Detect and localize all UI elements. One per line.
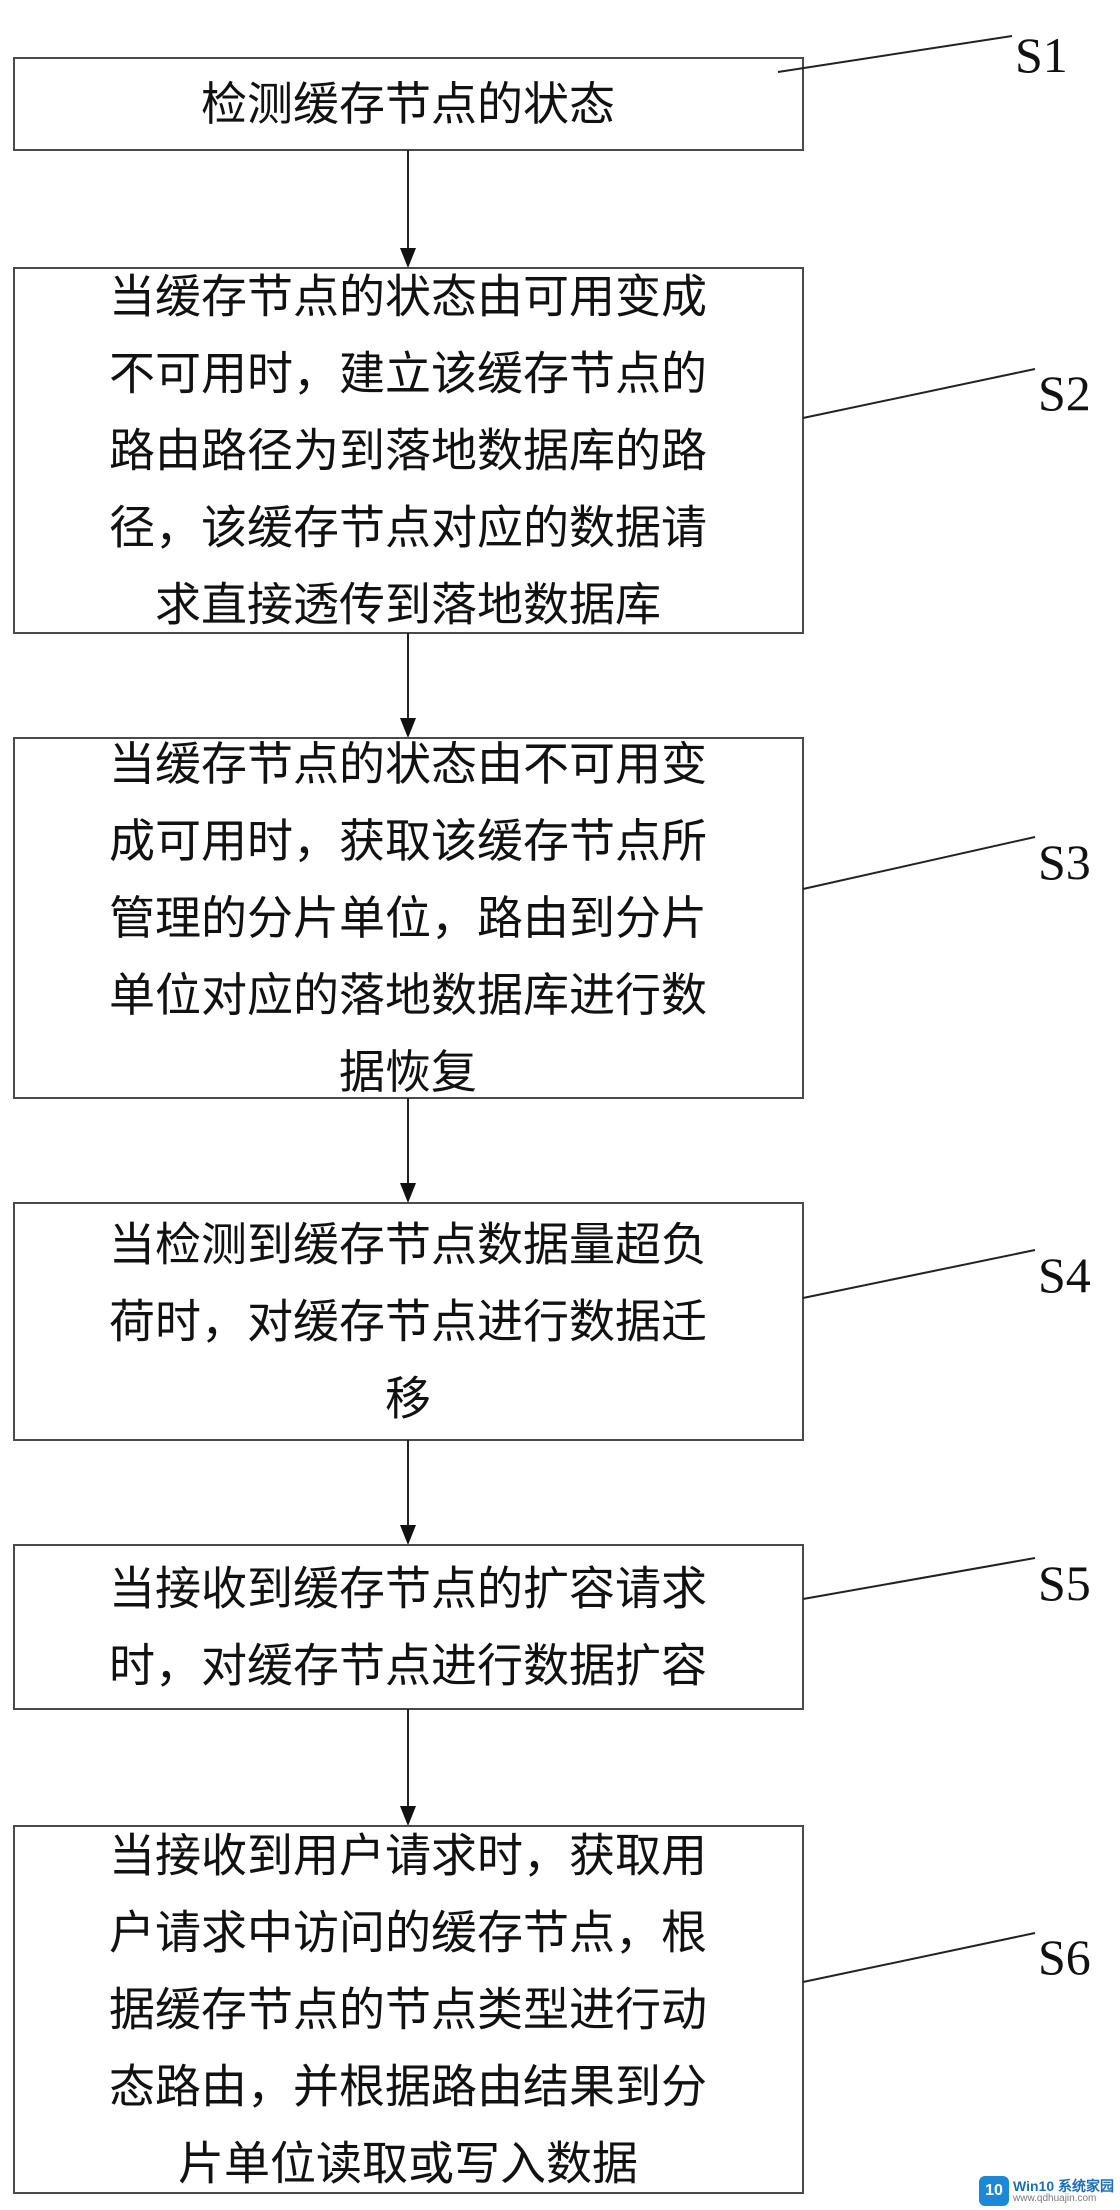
step-text-s5-line-1: 当接收到缓存节点的扩容请求 — [109, 1562, 707, 1616]
step-text-s4-line-1: 当检测到缓存节点数据量超负 — [109, 1218, 707, 1272]
step-label-s3: S3 — [1038, 834, 1091, 890]
step-text-s2-line-2: 不可用时，建立该缓存节点的 — [109, 347, 707, 401]
leader-line-s5 — [802, 1557, 1036, 1600]
step-text-s6-line-3: 据缓存节点的节点类型进行动 — [109, 1983, 707, 2037]
leader-line-s1 — [777, 35, 1013, 73]
leader-line-s4 — [802, 1249, 1036, 1299]
step-label-s6: S6 — [1038, 1929, 1091, 1985]
step-text-s3-line-4: 单位对应的落地数据库进行数 — [109, 968, 707, 1022]
step-label-s2: S2 — [1038, 365, 1091, 421]
step-text-s3-line-2: 成可用时，获取该缓存节点所 — [109, 814, 707, 868]
arrow-head-4 — [400, 1525, 416, 1545]
step-text-s4-line-2: 荷时，对缓存节点进行数据迁 — [109, 1295, 707, 1349]
watermark: 10 Win10 系统家园 www.qdhuajin.com — [979, 2176, 1114, 2206]
step-box-s5 — [13, 1544, 804, 1710]
leader-line-s3 — [802, 836, 1036, 890]
step-text-s6-line-1: 当接收到用户请求时，获取用 — [109, 1829, 707, 1883]
step-text-s2-line-5: 求直接透传到落地数据库 — [155, 578, 661, 632]
step-text-s6-line-2: 户请求中访问的缓存节点，根 — [109, 1906, 707, 1960]
step-label-s1: S1 — [1015, 27, 1068, 83]
arrow-head-2 — [400, 718, 416, 738]
step-text-s4-line-3: 移 — [385, 1372, 431, 1426]
step-text-s3-line-1: 当缓存节点的状态由不可用变 — [109, 737, 707, 791]
step-box-s2 — [13, 267, 804, 634]
leader-line-s2 — [802, 368, 1036, 419]
step-label-s5: S5 — [1038, 1555, 1091, 1611]
arrow-head-3 — [400, 1183, 416, 1203]
step-text-s5-line-2: 时，对缓存节点进行数据扩容 — [109, 1639, 707, 1693]
arrow-head-1 — [400, 248, 416, 268]
leader-line-s6 — [802, 1932, 1036, 1983]
step-box-s1 — [13, 57, 804, 151]
step-label-s4: S4 — [1038, 1247, 1091, 1303]
step-box-s6 — [13, 1825, 804, 2194]
watermark-url: www.qdhuajin.com — [1013, 2192, 1097, 2204]
step-text-s3-line-3: 管理的分片单位，路由到分片 — [109, 891, 707, 945]
arrow-head-5 — [400, 1806, 416, 1826]
step-text-s3-line-5: 据恢复 — [339, 1045, 477, 1099]
watermark-logo-icon: 10 — [979, 2176, 1009, 2206]
step-text-s2-line-1: 当缓存节点的状态由可用变成 — [109, 270, 707, 324]
step-text-s2-line-4: 径，该缓存节点对应的数据请 — [109, 501, 707, 555]
step-box-s3 — [13, 737, 804, 1099]
watermark-name: Win10 系统家园 — [1013, 2177, 1114, 2194]
step-box-s4 — [13, 1202, 804, 1441]
step-text-s6-line-5: 片单位读取或写入数据 — [178, 2137, 638, 2191]
watermark-text: Win10 系统家园 www.qdhuajin.com — [1013, 2179, 1114, 2204]
step-text-s6-line-4: 态路由，并根据路由结果到分 — [109, 2060, 707, 2114]
step-text-s1-line-1: 检测缓存节点的状态 — [201, 77, 615, 131]
step-text-s2-line-3: 路由路径为到落地数据库的路 — [109, 424, 707, 478]
